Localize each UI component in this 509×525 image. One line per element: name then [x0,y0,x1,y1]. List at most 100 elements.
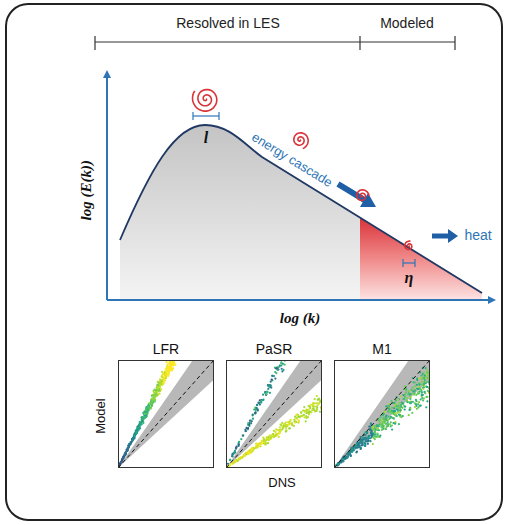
data-point [268,385,270,387]
modeled-fill [360,218,482,300]
data-point [133,435,135,437]
data-point [168,369,170,371]
data-point [364,437,366,439]
data-point [148,407,150,409]
data-point [389,417,391,419]
data-point [351,451,353,453]
data-point [413,388,415,390]
data-point [233,461,235,463]
data-point [159,382,161,384]
plot-title: LFR [153,342,179,357]
data-point [390,421,392,423]
data-point [398,414,400,416]
data-point [242,434,244,436]
data-point [422,388,424,390]
data-point [365,440,367,442]
data-point [154,397,156,399]
data-point [232,454,234,456]
data-point [355,451,357,453]
data-point [119,462,121,464]
data-point [259,442,261,444]
data-point [163,381,165,383]
data-point [251,447,253,449]
data-point [271,379,273,381]
data-point [165,367,167,369]
data-point [144,417,146,419]
data-point [164,378,166,380]
data-point [364,438,366,440]
eddy-spiral [294,133,308,149]
data-point [254,412,256,414]
data-point [249,451,251,453]
data-point [278,432,280,434]
data-point [311,409,313,411]
data-point [122,456,124,458]
data-point [386,419,388,421]
data-point [383,425,385,427]
data-point [262,399,264,401]
data-point [233,461,235,463]
data-point [314,398,316,400]
data-point [422,399,424,401]
data-point [124,453,126,455]
data-point [352,449,354,451]
data-point [427,374,429,376]
data-point [402,415,404,417]
data-point [422,373,424,375]
data-point [415,394,417,396]
axis-label: DNS [268,476,295,490]
length-scale: l [204,129,208,147]
data-point [278,436,280,438]
data-point [144,416,146,418]
data-point [157,389,159,391]
data-point [275,434,277,436]
data-point [165,375,167,377]
data-point [234,460,236,462]
data-point [166,371,168,373]
data-point [287,421,289,423]
data-point [394,411,396,413]
data-point [382,428,384,430]
data-point [265,438,267,440]
data-point [246,452,248,454]
data-point [370,432,372,434]
data-point [415,400,417,402]
data-point [173,363,175,365]
data-point [380,424,382,426]
eddy-spiral [405,241,412,249]
data-point [398,398,400,400]
data-point [413,381,415,383]
data-point [406,401,408,403]
data-point [365,434,367,436]
data-point [301,415,303,417]
data-point [252,414,254,416]
data-point [243,454,245,456]
data-point [408,390,410,392]
data-point [300,411,302,413]
data-point [408,392,410,394]
data-point [234,460,236,462]
data-point [306,409,308,411]
data-point [357,444,359,446]
length-scale: η [405,269,414,287]
data-point [267,388,269,390]
data-point [388,408,390,410]
data-point [235,448,237,450]
error-band [334,360,430,468]
data-point [362,444,364,446]
data-point [126,450,128,452]
data-point [169,363,171,365]
data-point [378,420,380,422]
data-point [397,406,399,408]
data-point [358,446,360,448]
data-point [247,422,249,424]
data-point [399,407,401,409]
data-point [337,463,339,465]
data-point [281,422,283,424]
data-point [390,416,392,418]
data-point [317,398,319,400]
data-point [409,409,411,411]
data-point [150,401,152,403]
data-point [172,364,174,366]
